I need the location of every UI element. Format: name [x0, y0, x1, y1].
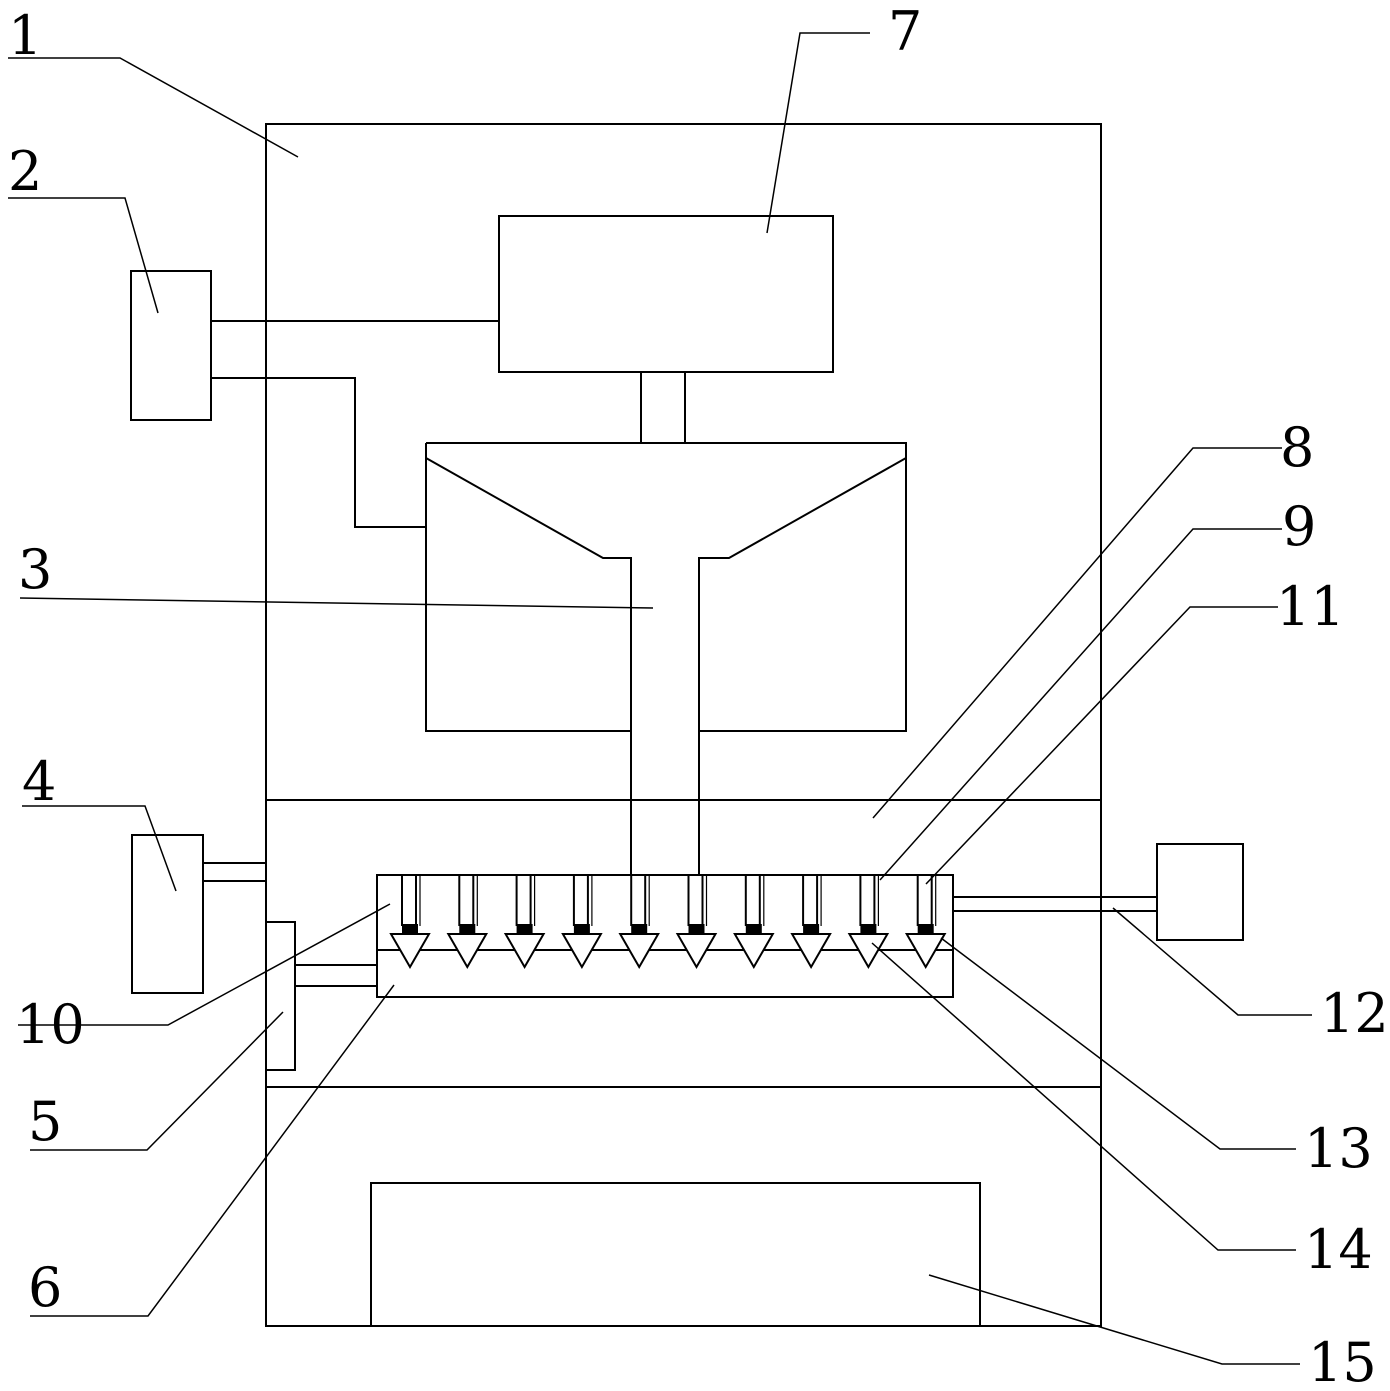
side-box-4 — [131, 834, 204, 994]
right-box-connector — [953, 896, 1157, 912]
spray-nozzle — [733, 875, 775, 970]
label-13: 13 — [1304, 1117, 1373, 1180]
leader-11 — [925, 606, 1278, 885]
leader-13 — [940, 937, 1296, 1150]
leader-4 — [22, 805, 177, 892]
label-12: 12 — [1320, 982, 1389, 1045]
leader-14 — [871, 942, 1296, 1251]
leader-lines — [8, 32, 1312, 1365]
leader-15 — [928, 1274, 1300, 1365]
label-4: 4 — [22, 750, 56, 813]
label-14: 14 — [1304, 1218, 1373, 1281]
spray-nozzle — [904, 875, 947, 970]
leader-2 — [8, 197, 159, 314]
spray-nozzle — [847, 875, 890, 970]
wall-panel-connector — [295, 964, 377, 987]
spray-nozzle — [389, 875, 431, 970]
side-box-4-connector — [203, 862, 266, 882]
top-connector — [640, 372, 686, 443]
funnel-hopper — [425, 442, 907, 875]
leader-10 — [18, 903, 391, 1026]
right-box-12 — [1156, 843, 1244, 941]
leader-7 — [766, 32, 870, 234]
leader-9 — [879, 528, 1282, 881]
label-7: 7 — [888, 0, 922, 63]
label-11: 11 — [1276, 575, 1345, 638]
leader-1 — [8, 57, 299, 158]
side-control-box — [130, 270, 212, 421]
label-9: 9 — [1282, 495, 1316, 558]
leader-5 — [30, 1011, 284, 1151]
leader-12 — [1112, 907, 1312, 1016]
label-5: 5 — [28, 1090, 62, 1153]
label-6: 6 — [28, 1256, 62, 1319]
spray-nozzle — [618, 875, 660, 970]
leader-6 — [30, 984, 395, 1317]
spray-nozzle — [561, 875, 603, 970]
spray-nozzle — [446, 875, 489, 970]
main-housing — [265, 123, 1102, 1327]
spray-nozzle — [503, 875, 546, 970]
spray-nozzle — [675, 875, 718, 970]
label-10: 10 — [16, 993, 85, 1056]
spray-nozzle — [790, 875, 832, 970]
leader-8 — [872, 447, 1282, 819]
label-1: 1 — [8, 4, 42, 67]
leader-3 — [19, 597, 654, 609]
label-15: 15 — [1308, 1331, 1377, 1391]
bottom-tray — [370, 1182, 981, 1327]
label-2: 2 — [8, 140, 42, 203]
label-3: 3 — [18, 538, 52, 601]
reference-numerals: 1 2 3 4 5 6 7 8 9 10 11 12 13 14 15 — [8, 0, 1389, 1391]
control-wiring — [211, 320, 499, 528]
wall-panel-5 — [265, 921, 296, 1071]
label-8: 8 — [1280, 416, 1314, 479]
top-unit-box — [498, 215, 834, 373]
nozzle-row — [389, 875, 947, 970]
